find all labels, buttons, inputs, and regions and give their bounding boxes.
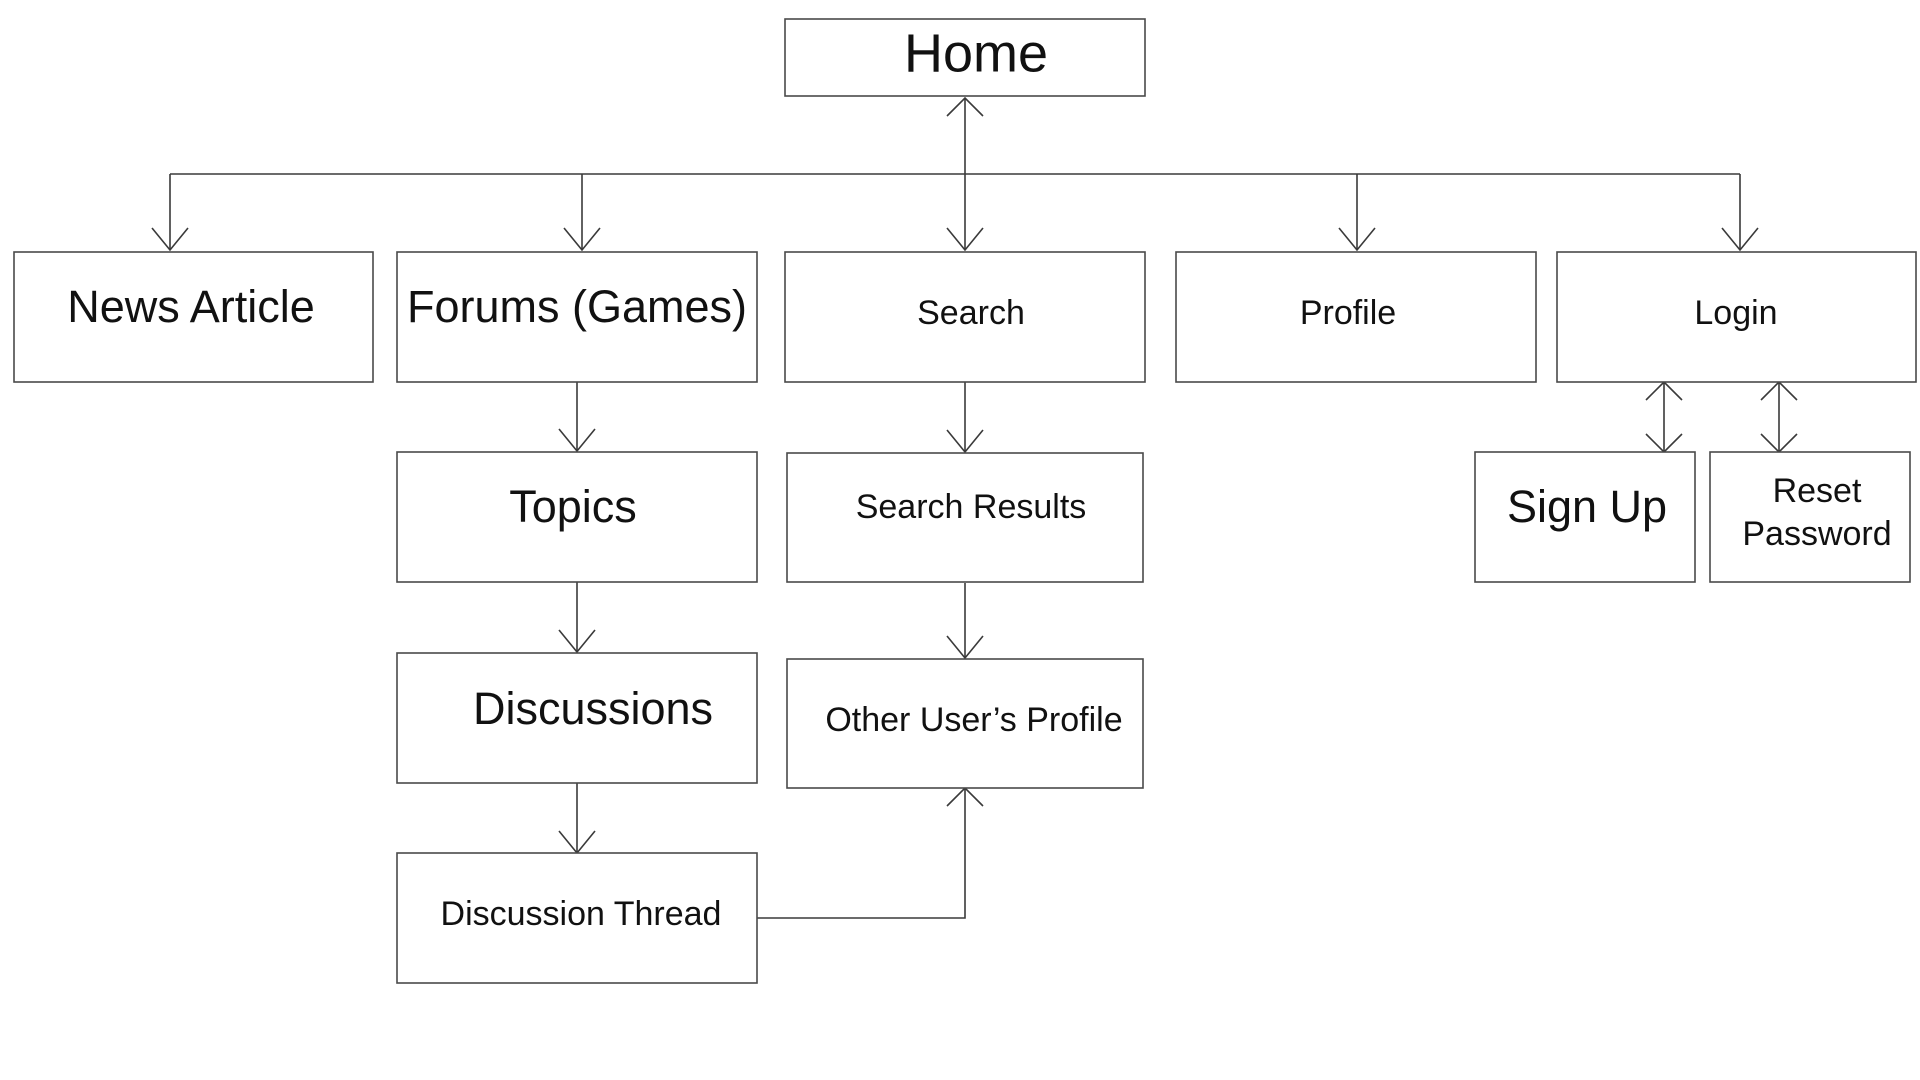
node-home: Home: [784, 18, 1146, 97]
node-search: Search: [784, 251, 1146, 383]
node-login-label: Login: [1694, 294, 1777, 332]
node-forums: Forums (Games): [396, 251, 758, 383]
arrowhead-discussions: [558, 629, 596, 654]
node-discussion-thread: Discussion Thread: [396, 852, 758, 984]
node-home-label: Home: [904, 23, 1048, 83]
node-login: Login: [1556, 251, 1917, 383]
node-news-article: News Article: [13, 251, 374, 383]
node-news-article-label: News Article: [67, 281, 315, 332]
node-topics: Topics: [396, 451, 758, 583]
node-search-results-label: Search Results: [856, 488, 1087, 526]
node-reset-password: Reset Password: [1709, 451, 1911, 583]
arrowhead-up-home: [946, 96, 984, 117]
arrowhead-login: [1721, 227, 1759, 252]
arrowhead-other-profile-top: [946, 635, 984, 660]
edge-thread-other-profile: [757, 788, 966, 919]
node-search-label: Search: [917, 294, 1025, 332]
arrowhead-search-results: [946, 429, 984, 454]
node-profile-label: Profile: [1300, 294, 1396, 332]
node-search-results: Search Results: [786, 452, 1144, 583]
node-discussions: Discussions: [396, 652, 758, 784]
node-sign-up: Sign Up: [1474, 451, 1696, 583]
node-reset-password-label-line1: Reset: [1773, 472, 1862, 510]
arrowhead-down-search: [946, 227, 984, 252]
node-forums-label: Forums (Games): [407, 281, 747, 332]
arrowhead-profile: [1338, 227, 1376, 252]
node-topics-label: Topics: [509, 481, 637, 532]
node-profile: Profile: [1175, 251, 1537, 383]
node-sign-up-label: Sign Up: [1507, 481, 1667, 532]
arrowhead-news-article: [151, 227, 189, 252]
arrowhead-forums: [563, 227, 601, 252]
node-other-users-profile: Other User’s Profile: [786, 658, 1144, 789]
node-reset-password-label-line2: Password: [1742, 515, 1891, 553]
node-discussion-thread-label: Discussion Thread: [441, 895, 722, 933]
connectors: [151, 96, 1798, 919]
node-discussions-label: Discussions: [473, 683, 713, 734]
arrowhead-topics: [558, 428, 596, 453]
node-other-users-profile-label: Other User’s Profile: [825, 701, 1122, 739]
